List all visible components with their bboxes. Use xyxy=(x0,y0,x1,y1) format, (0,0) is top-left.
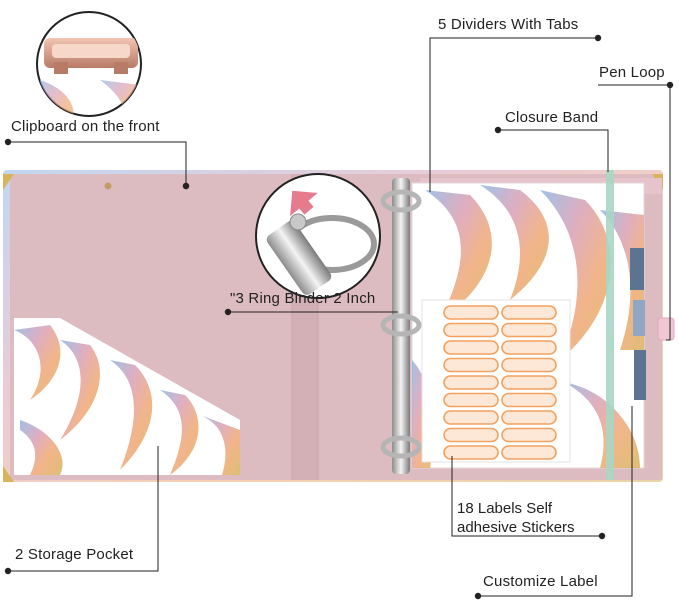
sticker-label xyxy=(443,375,499,390)
storage-pocket xyxy=(14,318,240,475)
clipboard-label: Clipboard on the front xyxy=(11,118,160,135)
sticker-label xyxy=(501,305,557,320)
sticker-label xyxy=(443,410,499,425)
leader-lines xyxy=(8,37,671,597)
sticker-label xyxy=(443,427,499,443)
pen-loop-label: Pen Loop xyxy=(599,64,665,81)
dividers-label: 5 Dividers With Tabs xyxy=(438,16,579,33)
sticker-label xyxy=(443,305,499,320)
sticker-label xyxy=(501,375,557,390)
sticker-label xyxy=(501,410,557,425)
ring-binder-label: "3 Ring Binder 2 Inch xyxy=(230,290,376,307)
leader-dot-icon xyxy=(4,34,674,600)
labels-stickers-label: 18 Labels Self adhesive Stickers xyxy=(457,499,575,537)
sticker-label xyxy=(443,322,499,338)
sticker-label xyxy=(501,340,557,355)
sticker-label xyxy=(501,427,557,443)
sticker-label xyxy=(443,357,499,373)
sticker-grid xyxy=(443,305,557,460)
sticker-label xyxy=(443,340,499,355)
sticker-label xyxy=(501,357,557,373)
labels-stickers-line1: 18 Labels Self xyxy=(457,500,553,517)
pen-loop xyxy=(657,317,675,341)
sticker-label xyxy=(501,322,557,338)
customize-label-label: Customize Label xyxy=(483,573,598,590)
ring-zoom-circle xyxy=(255,173,381,299)
labels-stickers-line2: adhesive Stickers xyxy=(457,519,575,536)
pink-arrow-icon xyxy=(290,190,318,217)
sticker-label xyxy=(443,445,499,460)
binder-rings xyxy=(380,178,422,474)
sticker-label xyxy=(501,445,557,460)
clip-zoom-circle xyxy=(36,11,142,117)
sticker-label xyxy=(443,392,499,408)
storage-pocket-label: 2 Storage Pocket xyxy=(15,546,134,563)
sticker-label xyxy=(501,392,557,408)
closure-band-label: Closure Band xyxy=(505,109,599,126)
